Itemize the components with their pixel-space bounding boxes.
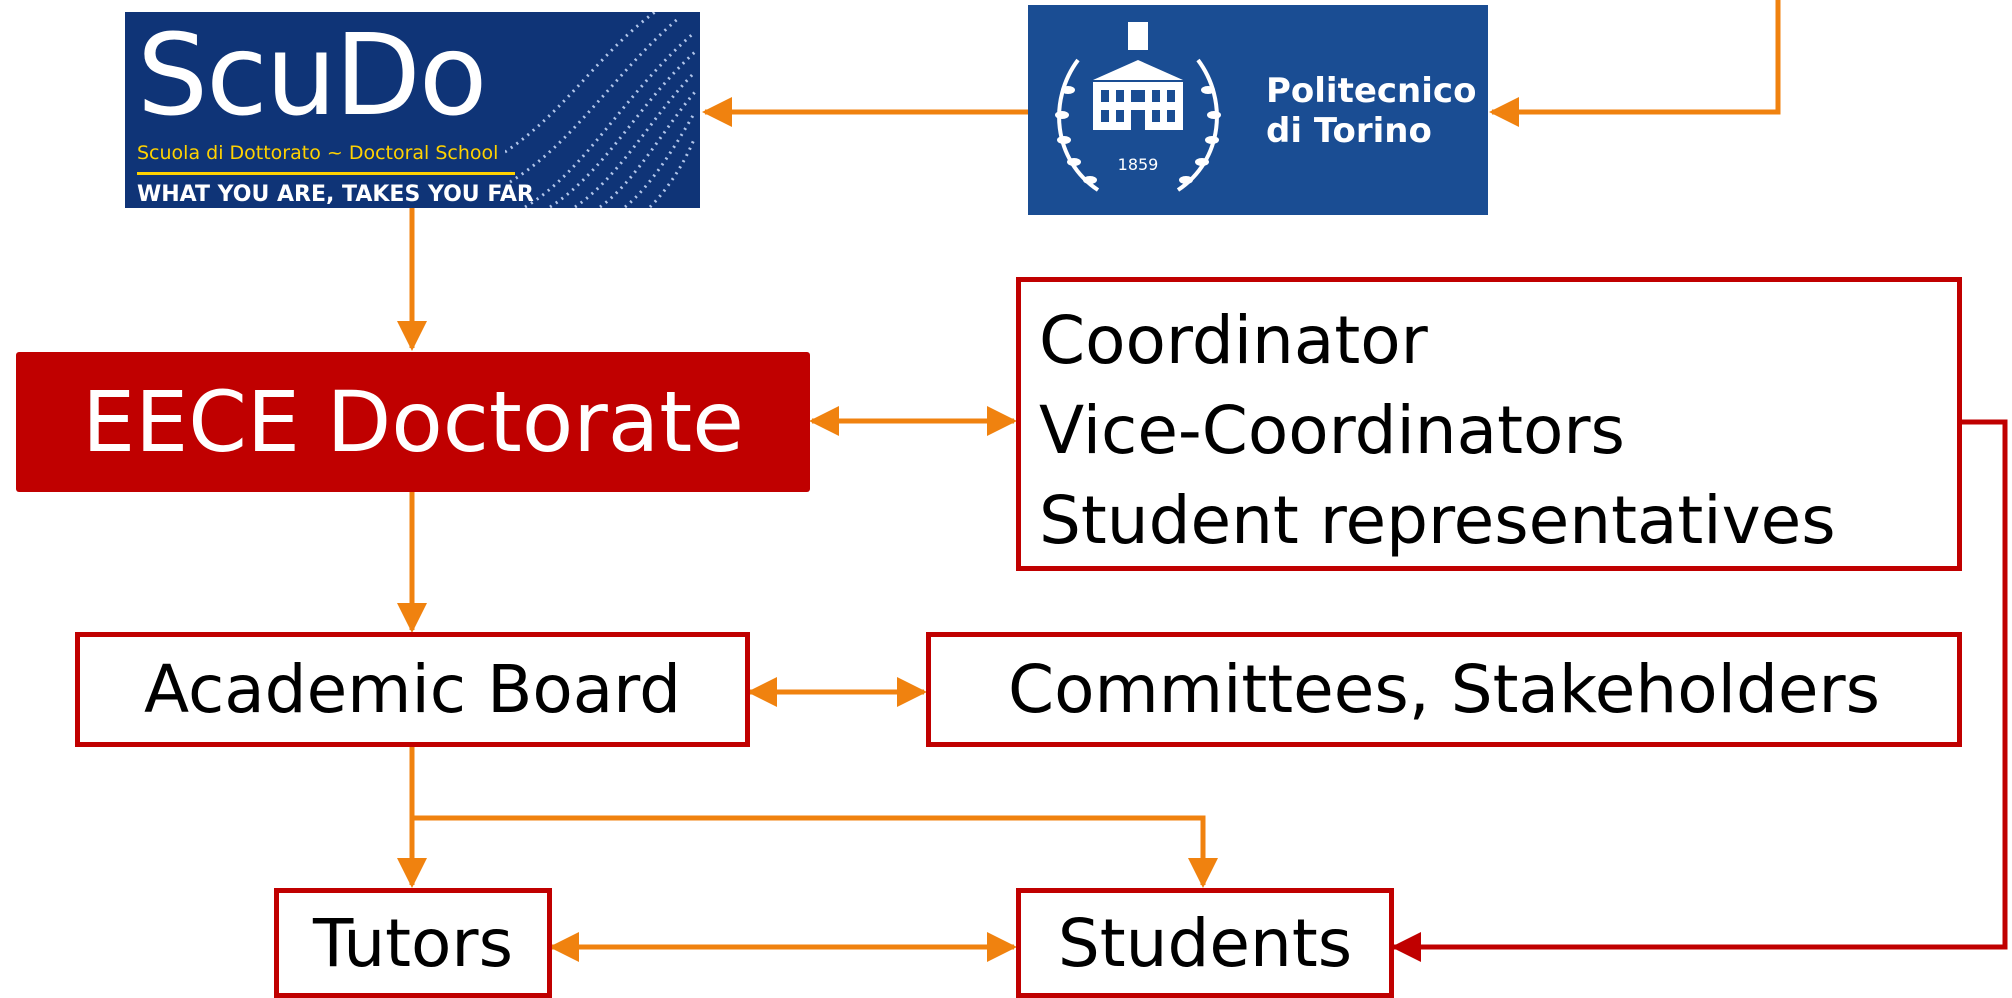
arrow-top-to-polito [1489,0,1781,127]
committees-stakeholders-node: Committees, Stakeholders [926,632,1962,747]
student-representatives-label: Student representatives [1039,482,1836,559]
polito-year: 1859 [1118,155,1159,174]
polito-logo: 1859 Politecnico di Torino [1028,5,1488,215]
scudo-divider [137,172,515,175]
polito-name-line1: Politecnico [1266,71,1477,111]
arrow-coordination-to-students [1391,419,2008,962]
tutors-node: Tutors [274,888,552,998]
scudo-logo: ScuDo Scuola di Dottorato ~ Doctoral Sch… [125,12,700,208]
scudo-subtitle: Scuola di Dottorato ~ Doctoral School [137,142,499,164]
scudo-wave-pattern-icon [505,12,697,208]
scudo-wordmark: ScuDo [137,12,487,141]
coordination-node: Coordinator Vice-Coordinators Student re… [1016,277,1962,571]
students-node: Students [1016,888,1394,998]
vice-coordinators-label: Vice-Coordinators [1039,392,1625,469]
coordinator-label: Coordinator [1039,302,1428,379]
eece-doctorate-node: EECE Doctorate [16,352,810,492]
polito-name-line2: di Torino [1266,111,1432,151]
academic-board-node: Academic Board [75,632,750,747]
polito-name: Politecnico di Torino [1266,71,1476,151]
polito-seal-icon: 1859 [1055,22,1221,192]
arrow-board-to-students [412,815,1218,888]
scudo-motto: WHAT YOU ARE, TAKES YOU FAR [137,182,534,207]
